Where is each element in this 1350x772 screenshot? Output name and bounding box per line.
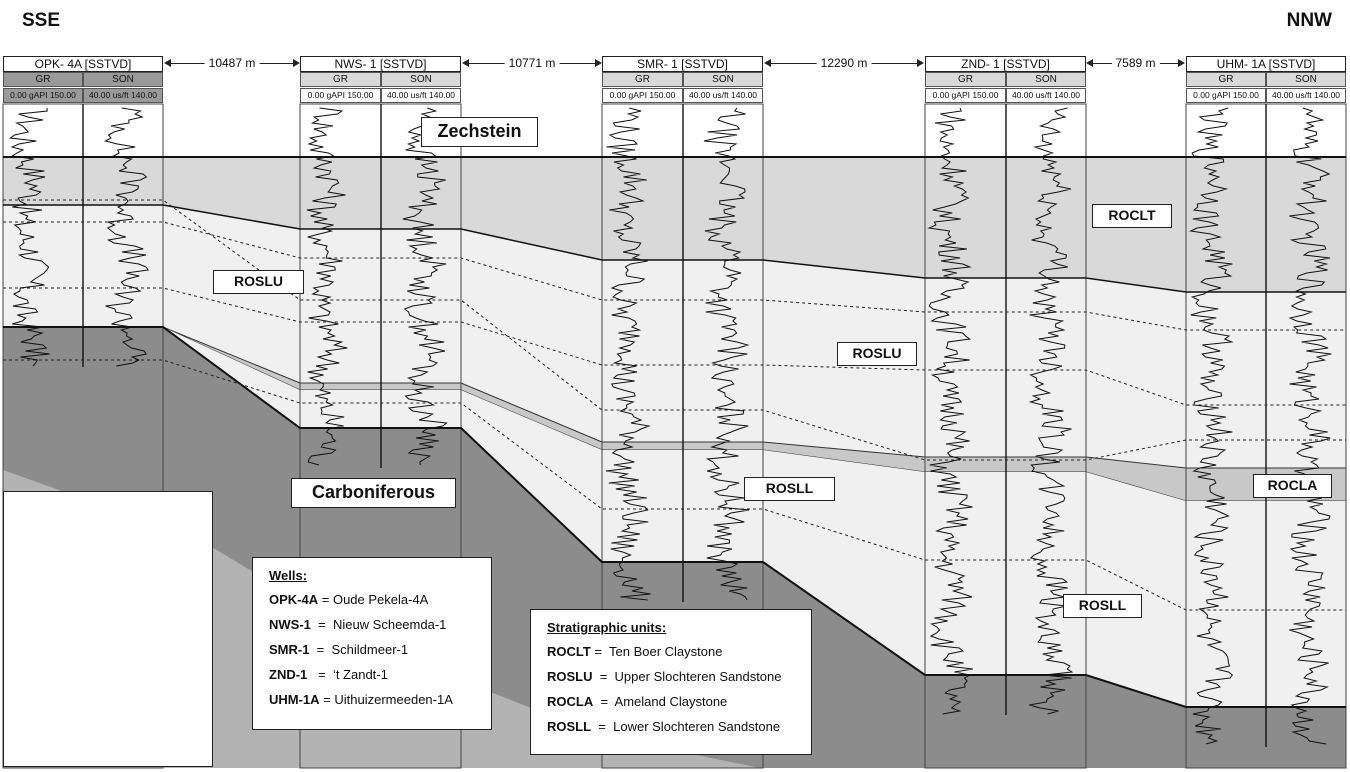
son-track-label: SON (683, 72, 763, 87)
legend-row-rosll: ROSLL = Lower Slochteren Sandstone (547, 719, 781, 734)
legend-row-rocla: ROCLA = Ameland Claystone (547, 694, 728, 709)
son-track-label: SON (1006, 72, 1086, 87)
son-log-curve (1028, 107, 1074, 715)
well-log-tracks (2, 103, 1347, 769)
well-log-curves (8, 107, 1332, 745)
gr-track-label: GR (300, 72, 381, 87)
gr-scale-label: 0.00 gAPI 150.00 (1186, 88, 1266, 103)
son-track-label: SON (1266, 72, 1346, 87)
rocla-label: ROCLA (1253, 474, 1332, 498)
well-header-title: ZND- 1 [SSTVD] (925, 56, 1086, 72)
roslu-label-right: ROSLU (837, 342, 917, 366)
wells-legend-title: Wells: (269, 568, 308, 583)
dashed-correlation-line (3, 221, 1346, 331)
distance-smr-znd: 12290 m (764, 56, 924, 70)
distance-label: 12290 m (816, 56, 872, 70)
correlation-lines (3, 156, 1346, 708)
legend-row-opk: OPK-4A = Oude Pekela-4A (269, 592, 429, 607)
gr-scale-label: 0.00 gAPI 150.00 (300, 88, 381, 103)
son-scale-label: 40.00 us/ft 140.00 (83, 88, 163, 103)
gr-log-curve (1189, 107, 1234, 745)
son-log-curve (104, 107, 149, 367)
rosll-label-mid: ROSLL (744, 477, 835, 501)
zechstein-label: Zechstein (421, 117, 538, 147)
gr-track-label: GR (3, 72, 83, 87)
son-log-curve (703, 107, 750, 601)
roslu-label-left: ROSLU (213, 270, 304, 294)
legend-row-znd: ZND-1 = ‘t Zandt-1 (269, 667, 388, 682)
legend-row-nws: NWS-1 = Nieuw Scheemda-1 (269, 617, 447, 632)
well-header-title: OPK- 4A [SSTVD] (3, 56, 163, 72)
distance-label: 10487 m (204, 56, 260, 70)
son-track-label: SON (83, 72, 163, 87)
gr-track-label: GR (602, 72, 683, 87)
wells-legend: Wells: OPK-4A = Oude Pekela-4A NWS-1 = N… (252, 557, 492, 730)
gr-log-curve (306, 107, 348, 466)
direction-right-label: NNW (1286, 10, 1332, 31)
rosll-label-right: ROSLL (1063, 594, 1142, 618)
gr-track-label: GR (1186, 72, 1266, 87)
carboniferous-label: Carboniferous (291, 478, 456, 508)
gr-log-curve (605, 107, 651, 601)
well-header-title: NWS- 1 [SSTVD] (300, 56, 461, 72)
legend-row-roslu: ROSLU = Upper Slochteren Sandstone (547, 669, 782, 684)
roclt-label: ROCLT (1092, 204, 1172, 228)
son-scale-label: 40.00 us/ft 140.00 (683, 88, 763, 103)
dashed-correlation-line (3, 359, 1346, 611)
distance-opk-nws: 10487 m (164, 56, 300, 70)
distance-label: 10771 m (504, 56, 560, 70)
son-track-label: SON (381, 72, 461, 87)
well-header-title: UHM- 1A [SSTVD] (1186, 56, 1346, 72)
roslu-layer (3, 205, 1346, 468)
son-scale-label: 40.00 us/ft 140.00 (381, 88, 461, 103)
son-log-curve (402, 107, 448, 466)
legend-row-uhm: UHM-1A = Uithuizermeeden-1A (269, 692, 453, 707)
gr-scale-label: 0.00 gAPI 150.00 (602, 88, 683, 103)
son-log-curve (1286, 107, 1332, 745)
distance-label: 7589 m (1111, 56, 1160, 70)
roslu-top-line (3, 204, 1346, 293)
gr-scale-label: 0.00 gAPI 150.00 (3, 88, 83, 103)
roclt-layer (3, 157, 1346, 292)
legend-row-smr: SMR-1 = Schildmeer-1 (269, 642, 409, 657)
gr-log-curve (8, 107, 50, 367)
well-header-title: SMR- 1 [SSTVD] (602, 56, 763, 72)
distance-nws-smr: 10771 m (462, 56, 602, 70)
son-scale-label: 40.00 us/ft 140.00 (1266, 88, 1346, 103)
son-scale-label: 40.00 us/ft 140.00 (1006, 88, 1086, 103)
rosll-layer (3, 327, 1346, 707)
units-legend: Stratigraphic units: ROCLT = Ten Boer Cl… (530, 609, 812, 755)
units-legend-title: Stratigraphic units: (547, 620, 667, 635)
distance-znd-uhm: 7589 m (1086, 56, 1185, 70)
carboniferous-top-line (3, 326, 1346, 708)
gr-track-label: GR (925, 72, 1006, 87)
direction-left-label: SSE (22, 10, 61, 31)
legend-row-roclt: ROCLT = Ten Boer Claystone (547, 644, 723, 659)
location-map-inset (3, 491, 213, 767)
dashed-correlation-line (3, 287, 1346, 406)
gr-scale-label: 0.00 gAPI 150.00 (925, 88, 1006, 103)
gr-log-curve (927, 107, 973, 715)
